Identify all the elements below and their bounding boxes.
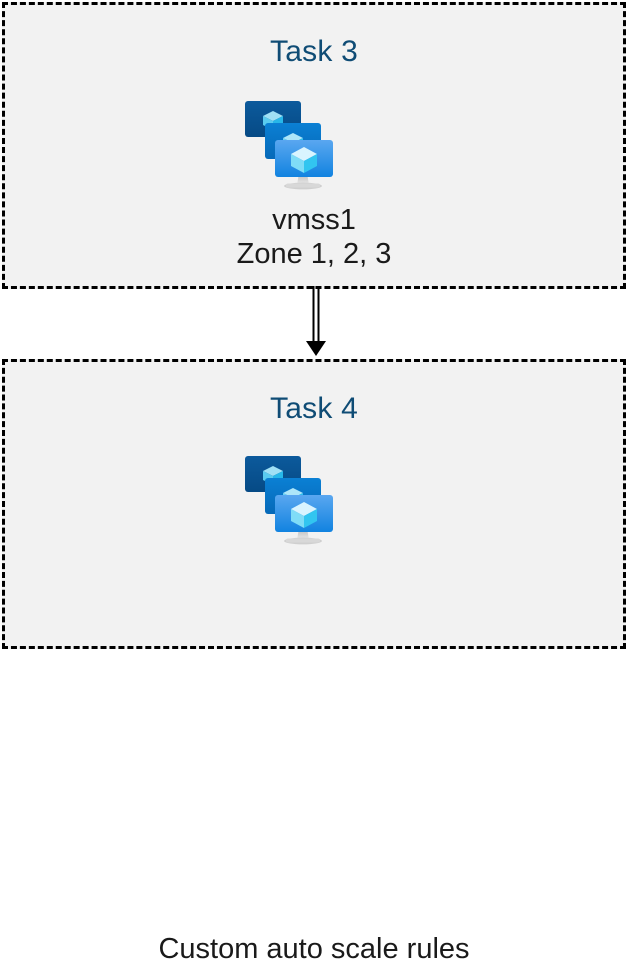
task-3-caption: vmss1 Zone 1, 2, 3 bbox=[5, 203, 623, 271]
caption-line: vmss1 bbox=[272, 204, 356, 236]
vm-scale-set-icon bbox=[237, 452, 349, 548]
caption-line: Zone 1, 2, 3 bbox=[236, 238, 392, 270]
task-4-caption: Custom auto scale rules bbox=[5, 932, 623, 966]
task-3-title: Task 3 bbox=[270, 35, 358, 68]
task-4-content: Task 4 bbox=[5, 362, 623, 966]
vm-scale-set-icon bbox=[237, 97, 349, 193]
task-box-3: Task 3 bbox=[2, 2, 626, 289]
caption-line: Custom auto scale rules bbox=[158, 933, 470, 965]
task-box-4: Task 4 bbox=[2, 359, 626, 966]
connector-arrow-task3-to-task4 bbox=[296, 286, 336, 358]
task-4-title: Task 4 bbox=[270, 392, 358, 425]
task-3-content: Task 3 bbox=[5, 5, 623, 286]
